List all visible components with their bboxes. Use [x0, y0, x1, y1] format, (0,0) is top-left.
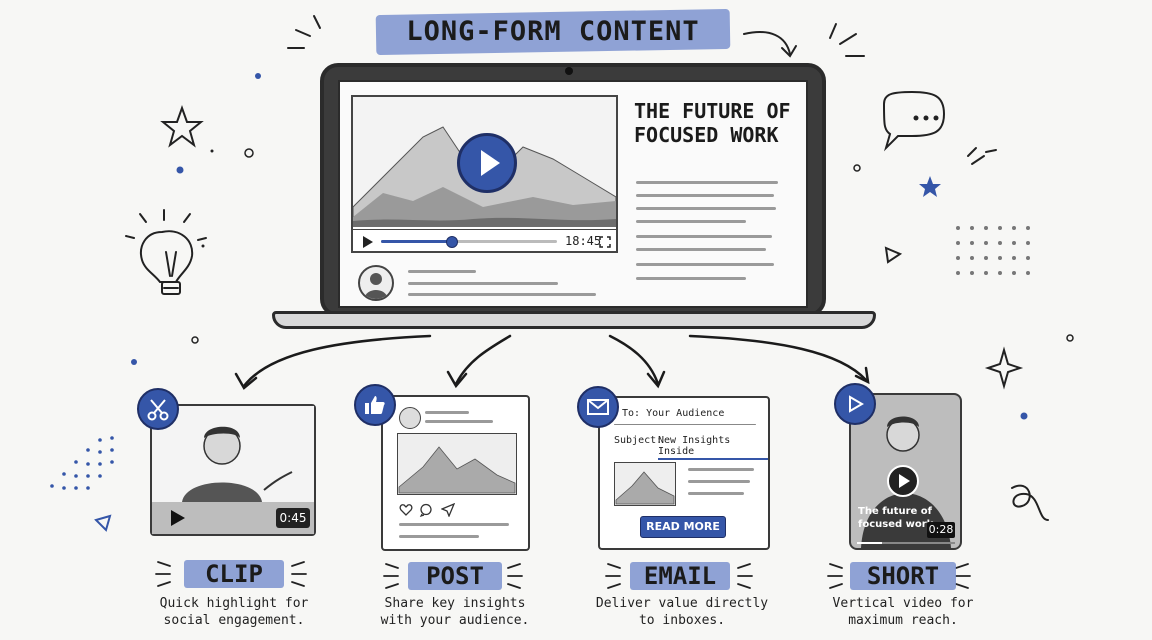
post-line	[425, 420, 493, 423]
scissors-icon	[147, 399, 169, 421]
post-line	[399, 535, 479, 538]
short-play-icon	[899, 474, 910, 488]
article-line	[636, 248, 766, 251]
article-title: THE FUTURE OF FOCUSED WORK	[634, 99, 791, 147]
main-video-player[interactable]: 18:45	[351, 95, 618, 253]
post-line	[425, 411, 469, 414]
short-description-line1: Vertical video for	[832, 596, 974, 611]
email-label-band	[630, 562, 730, 590]
article-line	[636, 194, 774, 197]
short-label-band	[850, 562, 956, 590]
article-line	[636, 181, 778, 184]
author-avatar	[358, 265, 394, 301]
post-avatar	[399, 407, 421, 429]
email-image	[614, 462, 676, 506]
email-description-line2: to inboxes.	[638, 613, 726, 628]
clip-description-line1: Quick highlight for	[159, 596, 309, 611]
post-label-band	[408, 562, 502, 590]
short-label: SHORT	[866, 562, 940, 590]
short-description-line2: maximum reach.	[848, 613, 958, 628]
seek-bar[interactable]	[381, 236, 557, 248]
post-image	[397, 433, 517, 495]
video-duration: 18:45	[565, 234, 602, 248]
clip-description-line2: social engagement.	[163, 613, 305, 628]
article-line	[636, 235, 772, 238]
user-icon	[364, 273, 388, 299]
post-line	[399, 523, 509, 526]
envelope-icon	[587, 399, 609, 415]
email-subject-label: Subject:	[614, 435, 663, 446]
fullscreen-icon[interactable]	[599, 236, 611, 248]
post-label: POST	[426, 562, 484, 590]
post-card[interactable]	[381, 395, 530, 551]
email-divider	[614, 424, 756, 425]
clip-badge	[137, 388, 179, 430]
article-line	[636, 277, 746, 280]
email-line	[688, 492, 744, 495]
clip-play-icon[interactable]	[168, 508, 188, 528]
comment-icon[interactable]	[419, 503, 433, 517]
small-play-icon[interactable]	[361, 235, 375, 249]
share-icon[interactable]	[441, 503, 455, 517]
email-subject-text: New Insights Inside	[658, 435, 768, 460]
seek-handle[interactable]	[446, 236, 459, 248]
email-card[interactable]: To: Your Audience Subject: New Insights …	[598, 396, 770, 550]
clip-duration-badge: 0:45	[276, 508, 310, 528]
email-label: EMAIL	[643, 562, 717, 590]
short-caption-line1: The future of	[858, 506, 932, 517]
laptop-camera	[565, 67, 573, 75]
author-line	[408, 270, 476, 273]
clip-label: CLIP	[205, 560, 263, 588]
email-line	[688, 480, 750, 483]
email-to: To: Your Audience	[622, 408, 725, 419]
email-description-line1: Deliver value directly	[595, 596, 769, 611]
play-badge-icon	[849, 395, 864, 413]
short-caption-line2: focused work	[858, 519, 934, 530]
page-title: LONG-FORM CONTENT	[406, 16, 700, 47]
post-badge	[354, 384, 396, 426]
mountain-thumbnail	[353, 97, 616, 227]
play-button[interactable]	[457, 133, 517, 193]
short-seek-bar[interactable]	[857, 542, 955, 544]
article-line	[636, 207, 776, 210]
play-icon	[481, 150, 500, 176]
short-duration-badge: 0:28	[927, 522, 955, 538]
heart-icon[interactable]	[399, 503, 413, 517]
clip-controls: 0:45	[152, 502, 314, 534]
video-controls: 18:45	[353, 229, 616, 254]
clip-label-band	[184, 560, 284, 588]
seek-progress	[381, 240, 452, 243]
short-badge	[834, 383, 876, 425]
author-line	[408, 293, 596, 296]
article-line	[636, 220, 746, 223]
person-illustration	[152, 406, 314, 502]
post-description-line2: with your audience.	[380, 613, 530, 628]
email-badge	[577, 386, 619, 428]
author-line	[408, 282, 558, 285]
short-card[interactable]: The future of focused work 0:28	[849, 393, 962, 550]
post-description-line1: Share key insights	[384, 596, 526, 611]
short-play-button[interactable]	[887, 465, 919, 497]
short-seek-progress	[857, 542, 882, 544]
article-line	[636, 263, 774, 266]
laptop-base	[272, 311, 876, 329]
read-more-button[interactable]: READ MORE	[640, 516, 726, 538]
email-line	[688, 468, 754, 471]
thumbs-up-icon	[365, 396, 385, 414]
clip-card[interactable]: 0:45	[150, 404, 316, 536]
